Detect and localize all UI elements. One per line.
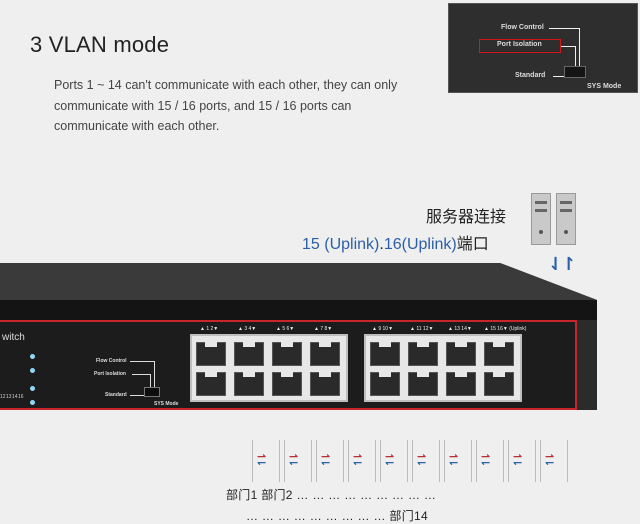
department-row-1: 部门1 部门2 … … … … … … … … … — [226, 488, 437, 502]
led-label: 16 — [18, 394, 24, 400]
port-number-label: ▲ 5 6▼ — [276, 326, 295, 332]
dept-cable-icon: ⇀↽ — [412, 440, 440, 482]
dept-cable-icon: ⇀↽ — [316, 440, 344, 482]
section-title: 3 VLAN mode — [30, 32, 170, 57]
uplink-ports-label: 15 (Uplink).16(Uplink)端口 — [302, 236, 489, 253]
inset-sys-mode-label: SYS Mode — [587, 83, 622, 90]
server-icon — [531, 193, 551, 245]
port-number-label: ▲ 13 14▼ — [448, 326, 472, 332]
status-led — [30, 354, 35, 359]
mode-switch-icon — [564, 66, 586, 78]
server-connection-label: 服务器连接 — [426, 209, 507, 226]
ethernet-port[interactable] — [446, 372, 476, 396]
status-led — [30, 386, 35, 391]
port-number-label: ▲ 15 16▼ (Uplink) — [484, 326, 527, 332]
led-label: 13 — [6, 394, 12, 400]
dept-cable-icon: ⇀↽ — [380, 440, 408, 482]
server-icon — [556, 193, 576, 245]
dept-cable-icon: ⇀↽ — [540, 440, 568, 482]
inset-flow-control-label: Flow Control — [501, 24, 544, 31]
port-number-label: ▲ 9 10▼ — [372, 326, 394, 332]
ethernet-port[interactable] — [370, 372, 400, 396]
dept-cable-icon: ⇀↽ — [348, 440, 376, 482]
port-number-label: ▲ 11 12▼ — [410, 326, 434, 332]
dept-cable-icon: ⇀↽ — [508, 440, 536, 482]
ethernet-port[interactable] — [234, 342, 264, 366]
inset-standard-label: Standard — [515, 72, 546, 79]
ethernet-port[interactable] — [272, 372, 302, 396]
department-row-2: … … … … … … … … … 部门14 — [246, 509, 428, 523]
port-isolation-label: Port Isolation — [94, 371, 126, 377]
mode-description: Ports 1 ~ 14 can't communicate with each… — [54, 78, 398, 133]
led-label: 14 — [12, 394, 18, 400]
port-isolation-highlight — [479, 39, 561, 53]
ethernet-port[interactable] — [408, 372, 438, 396]
port-group-9-16 — [364, 334, 522, 402]
bidirectional-arrow-icon: ⇃↾ — [548, 254, 576, 274]
ethernet-port[interactable] — [446, 342, 476, 366]
port-number-label: ▲ 7 8▼ — [314, 326, 333, 332]
ethernet-port[interactable] — [484, 372, 514, 396]
network-switch: witch 12 13 14 16 Flow Control Port Isol… — [0, 258, 597, 418]
ethernet-port[interactable] — [370, 342, 400, 366]
ethernet-port[interactable] — [196, 372, 226, 396]
ethernet-port[interactable] — [310, 372, 340, 396]
front-panel: witch 12 13 14 16 Flow Control Port Isol… — [0, 320, 577, 410]
ethernet-port[interactable] — [484, 342, 514, 366]
dept-cable-icon: ⇀↽ — [252, 440, 280, 482]
ethernet-port[interactable] — [310, 342, 340, 366]
port-number-label: ▲ 3 4▼ — [238, 326, 257, 332]
status-led — [30, 368, 35, 373]
ethernet-port[interactable] — [196, 342, 226, 366]
ethernet-port[interactable] — [234, 372, 264, 396]
led-label: 12 — [0, 394, 6, 400]
status-led — [30, 400, 35, 405]
uplink-port-16: 16(Uplink) — [383, 236, 457, 253]
dept-cable-icon: ⇀↽ — [444, 440, 472, 482]
mode-switch-icon[interactable] — [144, 387, 160, 397]
port-number-label: ▲ 1 2▼ — [200, 326, 219, 332]
control-panel-inset: Flow Control Port Isolation Standard SYS… — [448, 3, 638, 93]
dept-cable-icon: ⇀↽ — [476, 440, 504, 482]
inset-port-isolation-label: Port Isolation — [497, 41, 542, 48]
uplink-port-15: 15 (Uplink) — [302, 236, 380, 253]
standard-label: Standard — [105, 392, 127, 398]
flow-control-label: Flow Control — [96, 358, 127, 364]
dept-cable-icon: ⇀↽ — [284, 440, 312, 482]
sys-mode-label: SYS Mode — [154, 401, 179, 407]
ethernet-port[interactable] — [272, 342, 302, 366]
ethernet-port[interactable] — [408, 342, 438, 366]
brand-label: witch — [2, 332, 25, 343]
port-group-1-8 — [190, 334, 348, 402]
